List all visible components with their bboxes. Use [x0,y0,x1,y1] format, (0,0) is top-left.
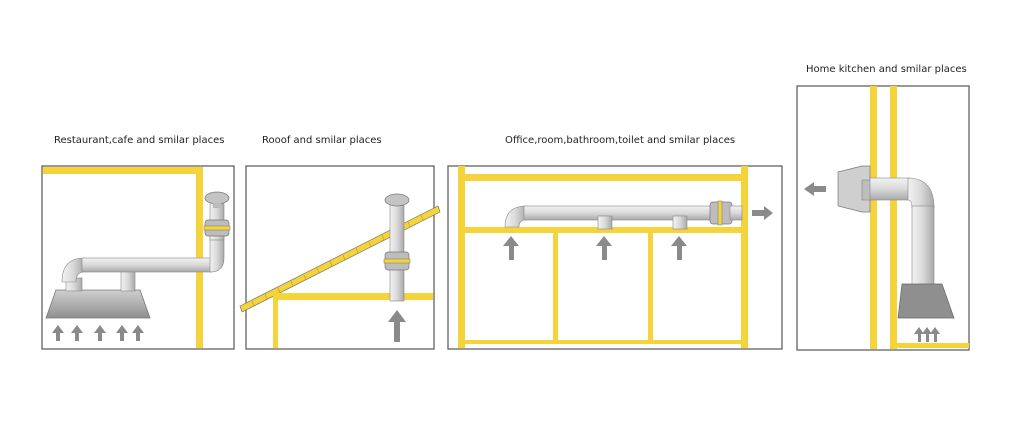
duct-branch [672,215,688,230]
exhaust-hood [897,283,955,319]
vertical-wall [273,293,278,348]
up-arrow-icon [930,327,940,342]
partition [648,233,653,341]
floor-wall [897,343,969,348]
wall-fan [837,165,871,213]
up-arrow-icon [71,325,83,341]
up-arrow-icon [388,310,406,342]
up-arrow-icon [116,325,128,341]
ceiling-wall [43,167,203,174]
rain-cap [204,191,230,205]
panel-home-kitchen [796,85,970,351]
panel-frame [447,165,783,350]
roof-tiles [251,214,424,307]
vertical-wall [196,167,203,348]
ceiling-beam [465,227,743,233]
right-arrow-icon [752,206,773,220]
panel-roof-caption: Rooof and smilar places [262,135,382,146]
panel-office [447,165,783,350]
wall-stud [890,86,897,349]
ceiling-wall [273,293,433,300]
hood-collar [120,269,136,292]
up-arrow-icon [503,236,519,260]
up-arrow-icon [671,236,687,260]
panel-frame [41,165,235,350]
top-beam [458,174,748,181]
up-arrow-icon [52,325,64,341]
up-arrow-icon [132,325,144,341]
up-arrow-icon [922,327,932,342]
panel-restaurant [41,165,235,350]
right-post [741,166,748,348]
up-arrow-icon [596,236,612,260]
vertical-duct [911,205,935,287]
duct-elbow [209,235,225,273]
floor-beam [465,340,743,344]
panel-restaurant-caption: Restaurant,cafe and smilar places [54,135,225,146]
wall-stud [870,86,877,349]
partition [553,233,558,341]
airflow-arrows [52,325,144,341]
horizontal-duct [869,177,911,201]
left-arrow-icon [804,182,826,196]
horizontal-duct [523,205,721,221]
panel-roof [239,165,441,350]
duct-branch [597,215,613,230]
horizontal-duct [81,257,213,273]
panel-home-kitchen-caption: Home kitchen and smilar places [806,64,967,75]
left-post [458,166,465,348]
panel-office-caption: Office,room,bathroom,toilet and smilar p… [505,135,736,146]
exhaust-hood [45,289,151,319]
up-arrow-icon [94,325,106,341]
rain-cap [384,193,410,207]
up-arrow-icon [914,327,924,342]
